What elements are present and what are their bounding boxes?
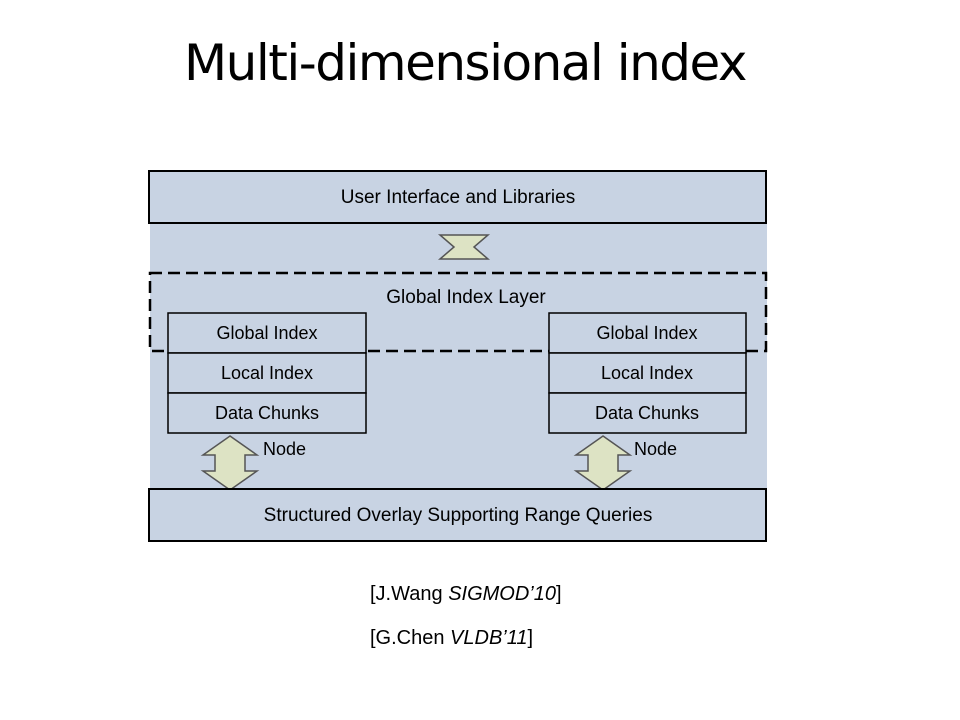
right-global-index-box xyxy=(548,312,747,354)
right-data-chunks-label: Data Chunks xyxy=(595,403,699,423)
reference-1-close: ] xyxy=(556,583,562,605)
left-data-chunks-label: Data Chunks xyxy=(215,403,319,423)
double-arrow-icon xyxy=(437,234,491,260)
right-data-chunks-box xyxy=(548,392,747,434)
global-index-layer-label: Global Index Layer xyxy=(386,287,546,308)
global-index-layer-outline xyxy=(148,271,768,353)
reference-1-venue: SIGMOD’10 xyxy=(448,583,556,605)
reference-2-author: [G.Chen xyxy=(370,627,451,649)
right-node-stack: Global Index Local Index Data Chunks xyxy=(548,312,747,434)
right-global-index-label: Global Index xyxy=(596,323,697,343)
reference-2-venue: VLDB’11 xyxy=(450,627,528,649)
reference-2: [G.Chen VLDB’11] xyxy=(370,627,533,650)
left-node-stack: Global Index Local Index Data Chunks xyxy=(167,312,367,434)
reference-1: [J.Wang SIGMOD’10] xyxy=(370,583,562,606)
left-data-chunks-box xyxy=(167,392,367,434)
user-interface-label: User Interface and Libraries xyxy=(341,187,575,208)
overlay-label: Structured Overlay Supporting Range Quer… xyxy=(264,505,653,526)
slide-title: Multi-dimensional index xyxy=(184,34,747,92)
reference-1-author: [J.Wang xyxy=(370,583,449,605)
right-local-index-label: Local Index xyxy=(601,363,693,383)
right-node-label: Node xyxy=(634,439,677,459)
right-local-index-box xyxy=(548,352,747,394)
left-global-index-label: Global Index xyxy=(216,323,317,343)
overlay-box xyxy=(148,488,767,542)
user-interface-box xyxy=(148,170,767,224)
left-node-label: Node xyxy=(263,439,306,459)
left-local-index-label: Local Index xyxy=(221,363,313,383)
left-local-index-box xyxy=(167,352,367,394)
reference-2-close: ] xyxy=(527,627,534,649)
